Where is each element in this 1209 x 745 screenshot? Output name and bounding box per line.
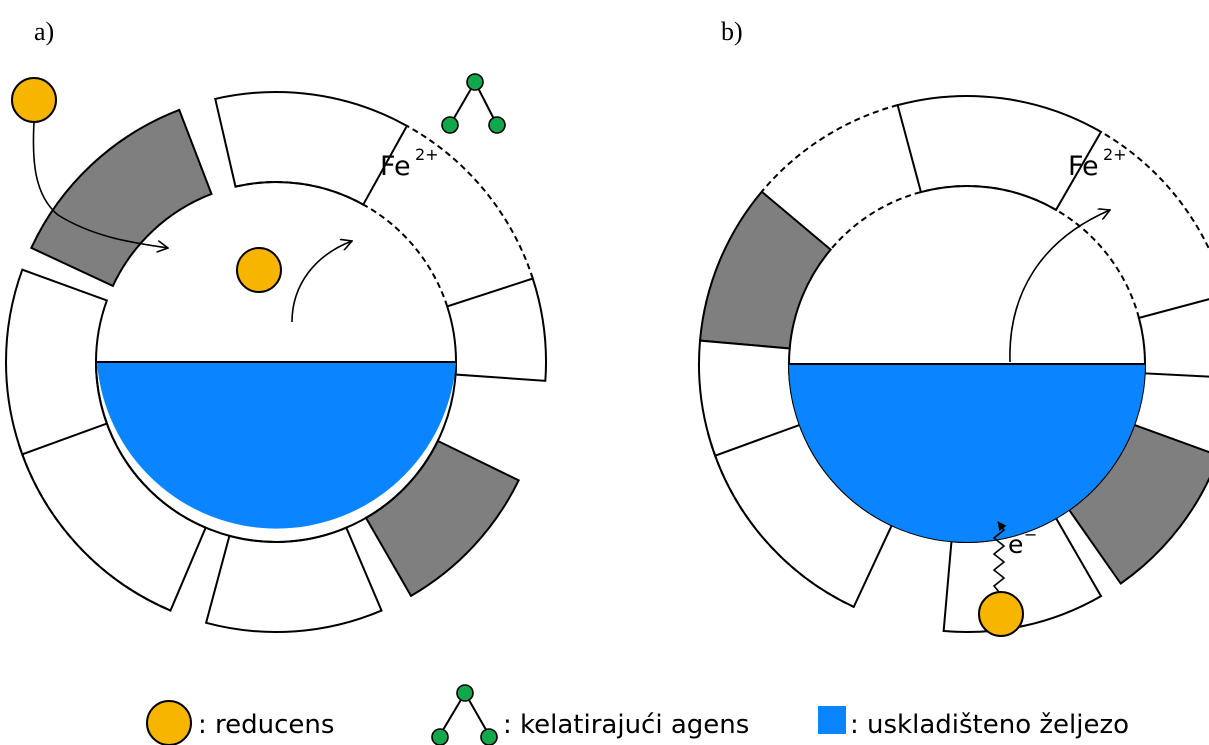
shell-a-subunit-white-2 [214,91,409,206]
shell-b-outer-boundary-2 [760,104,898,193]
legend: : reducens : kelatirajući agens : usklad… [146,684,1129,745]
shell-a-subunit-white-7 [5,268,109,456]
shell-b-subunit-gray-1 [698,190,833,350]
shell-a-cavity-outline [95,361,457,543]
panel-b: b) Fe 2+ e − [698,17,1209,637]
shell-a-subunit-gray-1 [29,108,213,288]
fe-ion-label-a: Fe [380,151,411,182]
panel-a-label: a) [34,17,54,46]
electron-charge: − [1024,525,1037,544]
panel-b-label: b) [721,17,743,46]
stored-iron-a [97,362,456,529]
legend-stored-iron-label: : uskladišteno željezo [850,710,1129,740]
shell-b-inner-boundary-1 [829,185,1140,319]
shell-a-subunit-white-3 [445,277,547,382]
electron-label: e [1008,530,1023,559]
shell-b-subunit-white-3 [1137,298,1209,378]
shell-a-inner-boundary-1 [235,181,449,307]
stored-iron-b [789,364,1145,542]
iron-release-arrow-a [291,241,352,323]
shell-a-outer-boundary-2 [18,445,171,612]
legend-stored-iron-swatch [818,706,846,734]
electron-transfer-arrow [992,521,1007,594]
shell-a-subunit-white-5 [204,526,383,633]
fe-ion-charge-b: 2+ [1103,145,1127,164]
reductant-entry-arrow [32,121,168,248]
reductant-outside-b [978,591,1024,637]
iron-release-arrow-b [1009,210,1110,363]
protein-shell-b [698,95,1209,633]
panel-a: a) Fe 2+ [5,17,547,633]
fe-ion-charge-a: 2+ [415,145,439,164]
protein-shell-a [5,91,547,633]
reductant-outside-a [11,77,57,123]
legend-reductant-icon [146,700,192,745]
shell-b-outer-boundary-1 [1100,131,1209,252]
legend-reductant-label: : reducens [198,710,334,740]
reductant-inside-a [236,247,282,293]
chelator-molecule-a [441,73,506,134]
legend-chelator-icon [431,684,498,745]
fe-ion-label-b: Fe [1068,151,1099,182]
shell-b-outer-boundary-3 [707,433,855,608]
legend-chelator-label: : kelatirajući agens [503,710,749,740]
shell-a-outer-boundary-1 [406,124,534,279]
